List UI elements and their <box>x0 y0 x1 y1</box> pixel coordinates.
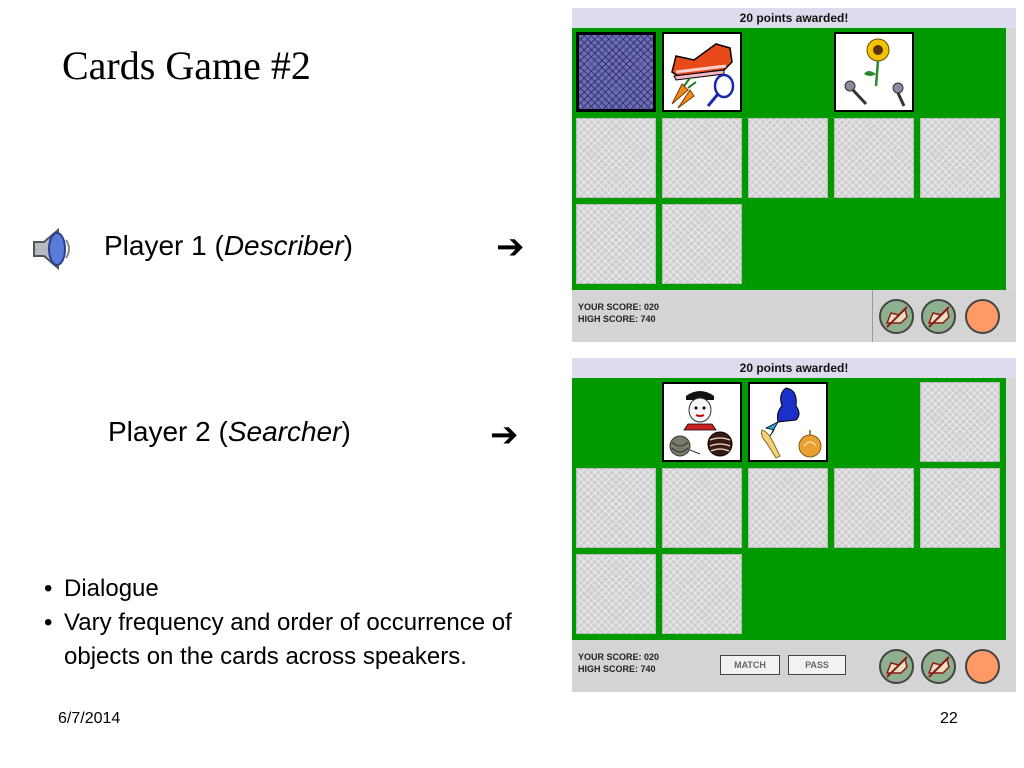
skip-shoe-button[interactable] <box>921 299 956 334</box>
match-button[interactable]: MATCH <box>720 655 780 675</box>
arm-icon <box>761 429 781 459</box>
round-action-button[interactable] <box>965 299 1000 334</box>
speaker-icon[interactable] <box>30 226 78 272</box>
card-board <box>572 28 1006 290</box>
your-score: YOUR SCORE: 020 <box>578 302 659 312</box>
your-score: YOUR SCORE: 020 <box>578 652 659 662</box>
card-hidden[interactable] <box>920 382 1000 462</box>
card-face[interactable] <box>662 382 742 462</box>
cookie-icon <box>707 431 733 457</box>
slide-title: Cards Game #2 <box>62 43 311 88</box>
card-hidden[interactable] <box>748 468 828 548</box>
microphone-icon <box>892 82 906 107</box>
shoe-icon <box>671 43 733 81</box>
microphone-icon <box>844 80 868 106</box>
card-board <box>572 378 1006 640</box>
card-hidden[interactable] <box>920 468 1000 548</box>
high-score-value: 740 <box>640 664 656 674</box>
card-hidden[interactable] <box>834 468 914 548</box>
card-hidden[interactable] <box>576 468 656 548</box>
card-hidden[interactable] <box>662 118 742 198</box>
status-header: 20 points awarded! <box>572 358 1016 378</box>
your-score-value: 020 <box>644 652 660 662</box>
shoe-icon <box>927 656 950 678</box>
bullet-text: Dialogue <box>64 575 159 602</box>
skip-shoe-button[interactable] <box>879 649 914 684</box>
list-item: • Dialogue <box>44 572 524 606</box>
high-score: HIGH SCORE: 740 <box>578 314 656 324</box>
player2-suffix: ) <box>341 416 351 447</box>
player1-label: Player 1 (Describer) <box>104 230 353 262</box>
arrow-right-icon: ➔ <box>496 228 525 266</box>
card-selected[interactable] <box>576 32 656 112</box>
shoe-icon <box>885 656 908 678</box>
round-action-button[interactable] <box>965 649 1000 684</box>
card-hidden[interactable] <box>576 118 656 198</box>
card-hidden[interactable] <box>662 468 742 548</box>
card-hidden[interactable] <box>920 118 1000 198</box>
player1-prefix: Player 1 ( <box>104 230 224 261</box>
your-score-label: YOUR SCORE: <box>578 302 642 312</box>
slide-date: 6/7/2014 <box>58 710 121 727</box>
arrow-right-icon: ➔ <box>490 416 519 454</box>
card-hidden[interactable] <box>576 204 656 284</box>
divider <box>872 290 873 342</box>
player1-role: Describer <box>223 230 344 261</box>
your-score-label: YOUR SCORE: <box>578 652 642 662</box>
game-panel-describer: 20 points awarded! <box>572 8 1016 342</box>
sunflower-icon <box>864 38 890 87</box>
card-hidden[interactable] <box>576 554 656 634</box>
status-header: 20 points awarded! <box>572 8 1016 28</box>
bullet-text: Vary frequency and order of occurrence o… <box>64 609 512 670</box>
onion-icon <box>798 430 822 458</box>
card-face[interactable] <box>662 32 742 112</box>
score-bar: YOUR SCORE: 020 HIGH SCORE: 740 <box>572 290 1016 342</box>
your-score-value: 020 <box>644 302 660 312</box>
carrot-icon <box>671 77 697 109</box>
mermaid-icon <box>764 387 800 437</box>
racket-icon <box>706 73 735 107</box>
mime-icon <box>683 391 717 431</box>
score-bar: YOUR SCORE: 020 HIGH SCORE: 740 MATCH PA… <box>572 640 1016 692</box>
player2-label: Player 2 (Searcher) <box>108 416 351 448</box>
player1-suffix: ) <box>343 230 353 261</box>
bullet-glyph: • <box>44 575 53 602</box>
pass-button[interactable]: PASS <box>788 655 846 675</box>
player2-role: Searcher <box>227 416 342 447</box>
game-panel-searcher: 20 points awarded! <box>572 358 1016 692</box>
skip-shoe-button[interactable] <box>921 649 956 684</box>
high-score: HIGH SCORE: 740 <box>578 664 656 674</box>
card-hidden[interactable] <box>834 118 914 198</box>
card-hidden[interactable] <box>748 118 828 198</box>
shoe-icon <box>885 306 908 328</box>
player2-prefix: Player 2 ( <box>108 416 228 447</box>
bullet-list: • Dialogue • Vary frequency and order of o… <box>44 572 524 674</box>
slide-page-number: 22 <box>940 710 958 727</box>
list-item: • Vary frequency and order of occurrence … <box>44 606 524 674</box>
high-score-label: HIGH SCORE: <box>578 314 639 324</box>
card-face[interactable] <box>748 382 828 462</box>
bullet-glyph: • <box>44 609 53 636</box>
card-hidden[interactable] <box>662 554 742 634</box>
high-score-label: HIGH SCORE: <box>578 664 639 674</box>
high-score-value: 740 <box>640 314 656 324</box>
card-face[interactable] <box>834 32 914 112</box>
card-hidden[interactable] <box>662 204 742 284</box>
yarn-ball-icon <box>669 435 701 457</box>
skip-shoe-button[interactable] <box>879 299 914 334</box>
shoe-icon <box>927 306 950 328</box>
